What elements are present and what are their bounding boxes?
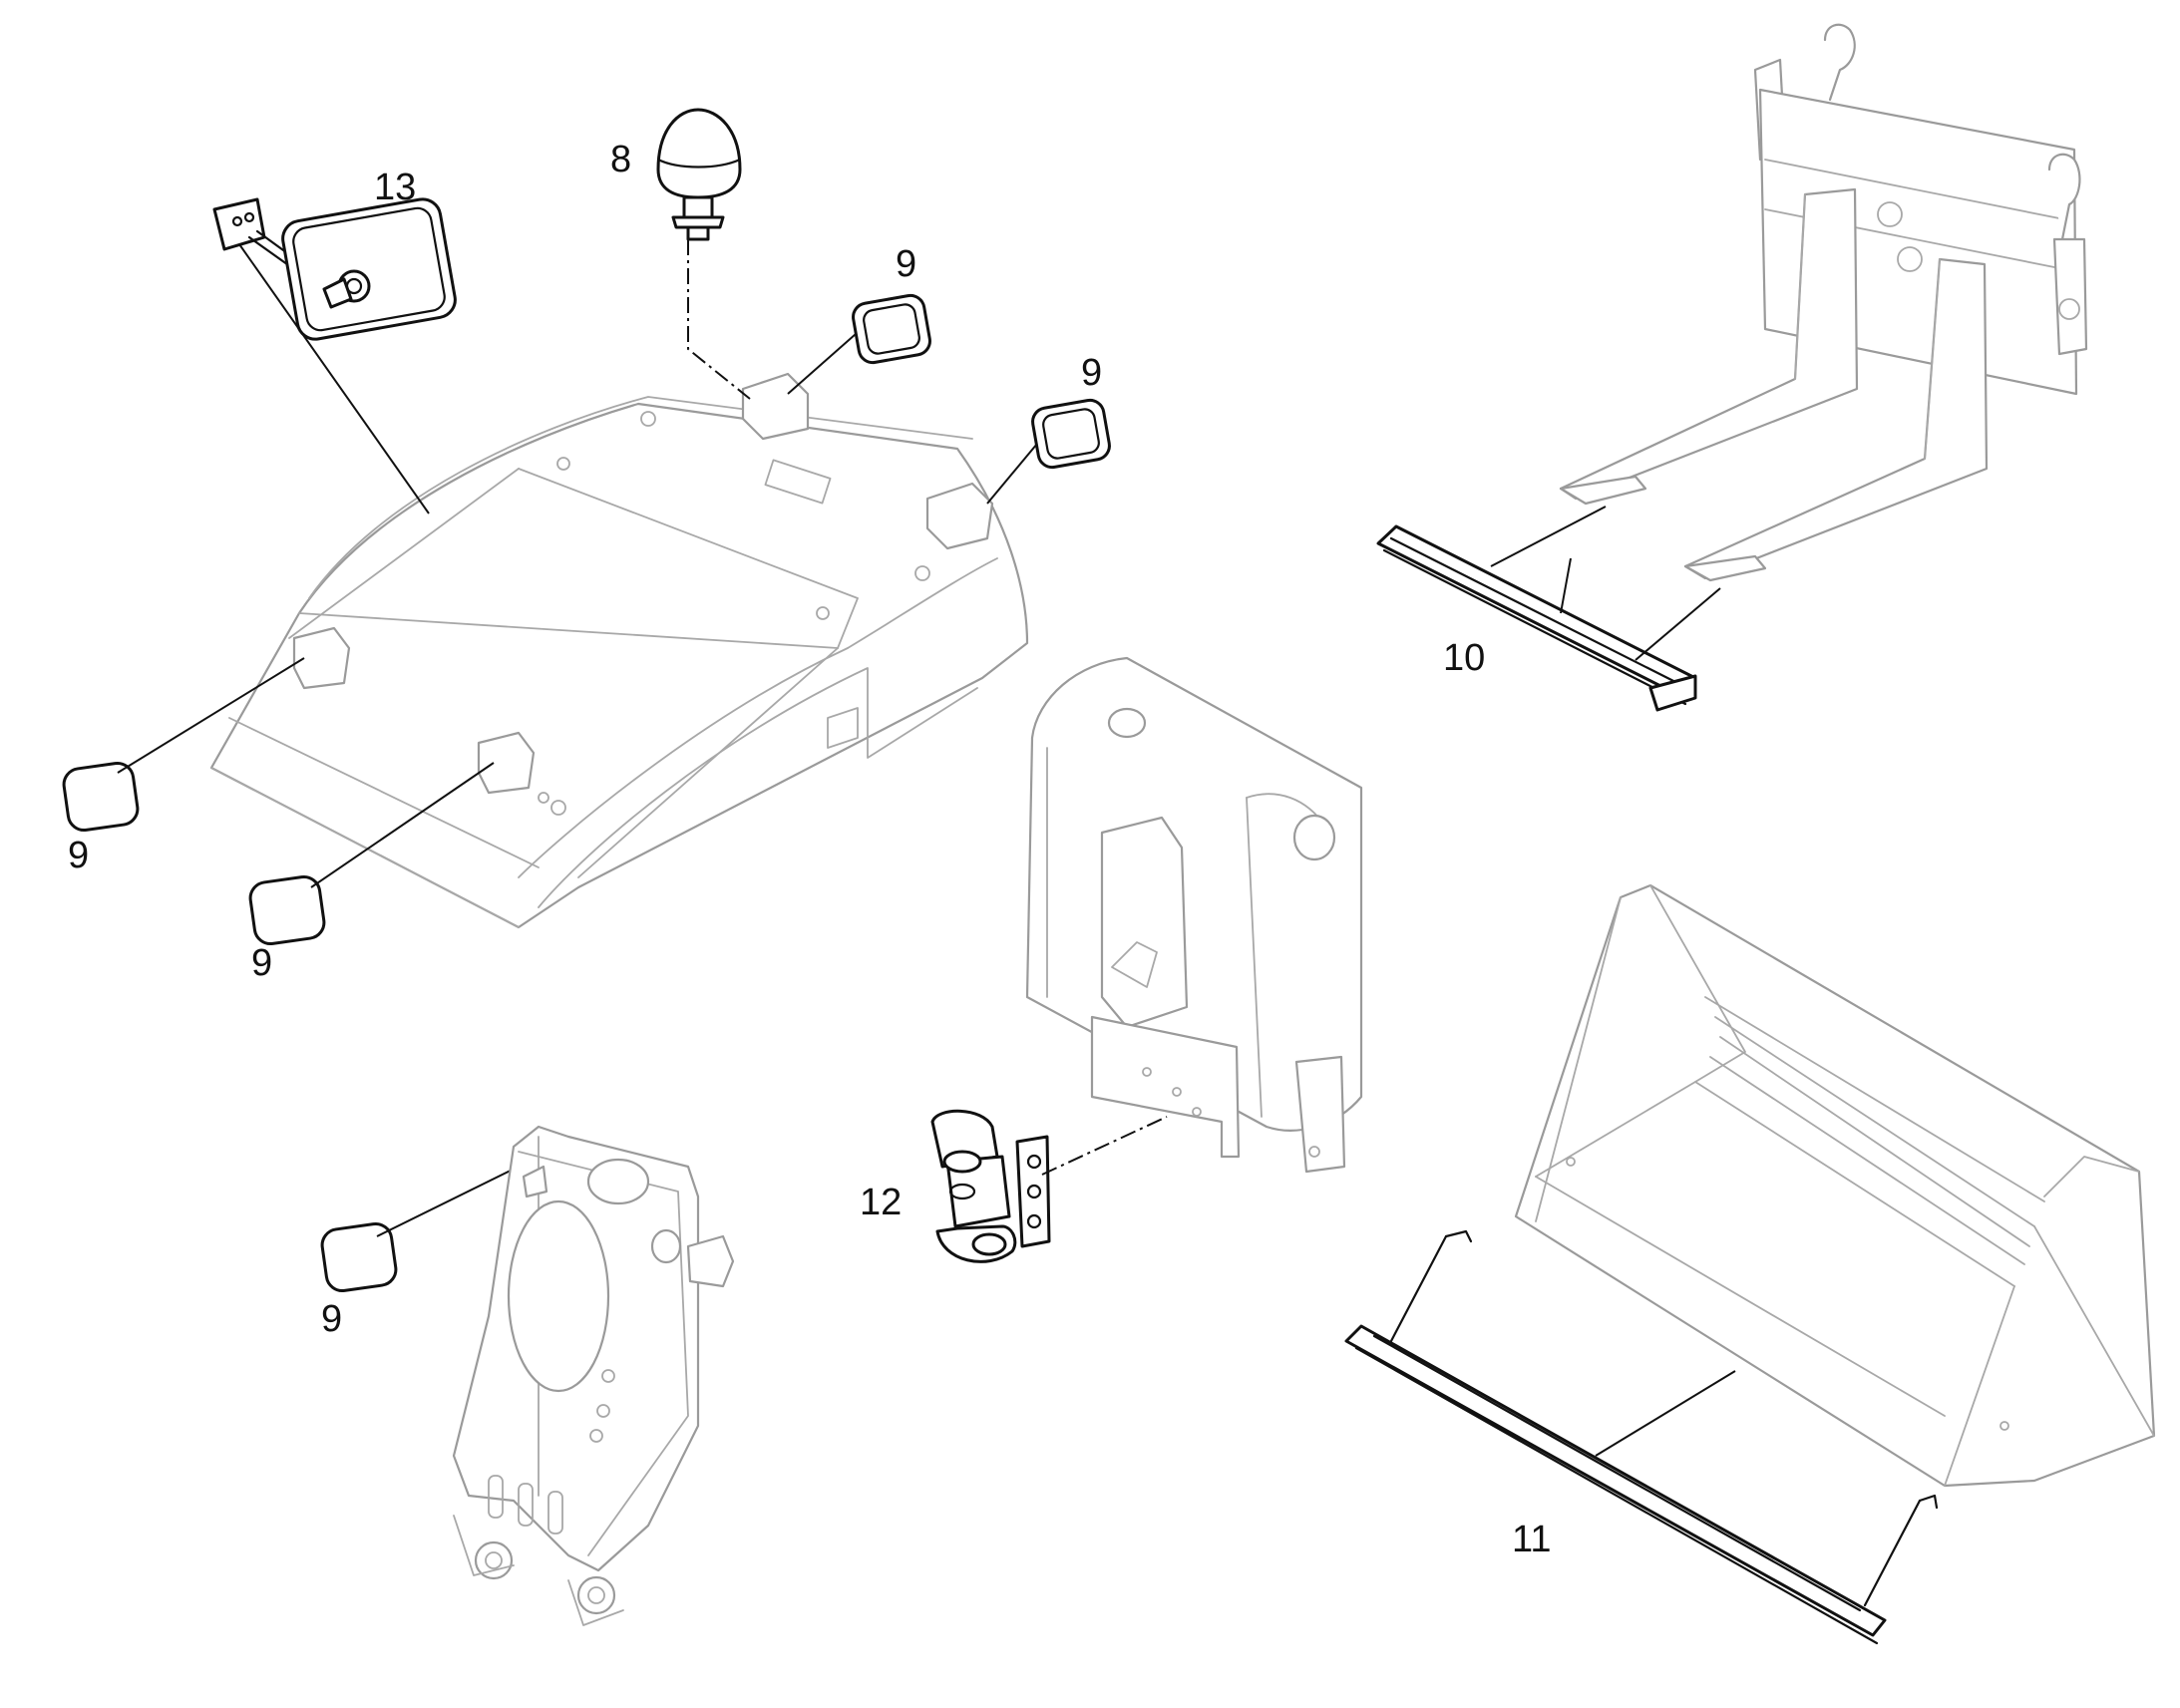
callout-9-front-left: 9 xyxy=(68,835,89,876)
callout-9-front-center: 9 xyxy=(251,942,272,984)
callout-9-roof-right: 9 xyxy=(1081,352,1102,394)
callout-9-roof-center: 9 xyxy=(896,243,916,285)
loader-arm-head xyxy=(1025,656,1363,1174)
cab-roof-assembly xyxy=(209,372,1029,929)
lamp-lens-icon xyxy=(62,293,1111,1292)
loader-boom-frame xyxy=(452,1125,735,1626)
rear-view-mirror-icon xyxy=(212,197,457,341)
callout-8: 8 xyxy=(610,139,631,180)
leader-lines-9 xyxy=(117,333,1038,1237)
callout-9-boom: 9 xyxy=(321,1298,342,1340)
callout-10: 10 xyxy=(1443,637,1485,679)
leader-lines-10 xyxy=(1490,506,1721,661)
loader-bucket xyxy=(1514,883,2156,1488)
pallet-fork-carriage xyxy=(1559,23,2088,582)
tow-hitch-icon xyxy=(930,1109,1051,1263)
callout-11: 11 xyxy=(1512,1519,1551,1560)
bucket-edge-protector-icon xyxy=(1344,1229,1939,1645)
callout-12: 12 xyxy=(860,1182,902,1223)
rotating-beacon-icon xyxy=(656,108,742,241)
fork-protector-bar-icon xyxy=(1376,524,1697,712)
callout-13: 13 xyxy=(374,167,416,208)
